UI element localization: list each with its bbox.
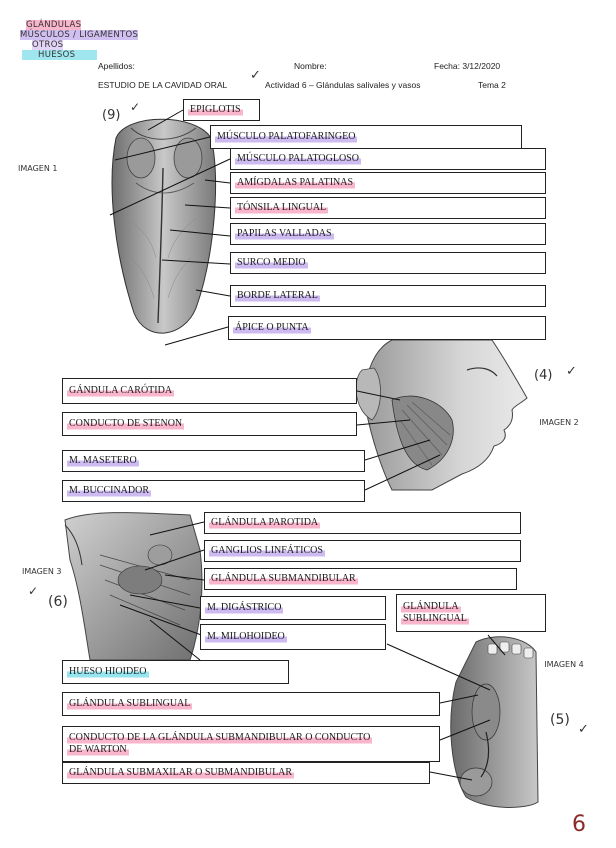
label-glandula-parotida: GLÁNDULA PAROTIDA — [204, 512, 521, 534]
label-borde-lateral: BORDE LATERAL — [230, 285, 546, 307]
face-illustration — [355, 340, 528, 491]
legend-huesos: HUESOS — [22, 50, 98, 60]
label-m-digastrico: M. DIGÁSTRICO — [200, 596, 386, 620]
label-conducto-stenon: CONDUCTO DE STENON — [62, 412, 357, 436]
label-musculo-palatofaringeo: MÚSCULO PALATOFARINGEO — [210, 125, 522, 149]
mouth-floor-illustration — [450, 636, 539, 808]
label-papilas-valladas: PAPILAS VALLADAS — [230, 223, 546, 245]
label-surco-medio: SURCO MEDIO — [230, 252, 546, 274]
label-conducto-warton: CONDUCTO DE LA GLÁNDULA SUBMANDIBULAR O … — [62, 726, 440, 762]
page-number: 6 — [572, 812, 586, 837]
legend-otros: OTROS — [32, 40, 64, 50]
note-score-2: (4) — [534, 368, 553, 383]
note-imagen-1: IMAGEN 1 — [18, 164, 58, 173]
label-ganglios-linfaticos: GANGLIOS LINFÁTICOS — [204, 540, 521, 562]
label-glandula-submaxilar: GLÁNDULA SUBMAXILAR O SUBMANDIBULAR — [62, 762, 430, 784]
label-tonsila-lingual: TÓNSILA LINGUAL — [230, 197, 546, 219]
check-mark-icon: ✓ — [130, 100, 141, 114]
note-imagen-4: IMAGEN 4 — [544, 660, 584, 669]
label-m-milohioideo: M. MILOHOIDEO — [200, 624, 386, 650]
label-m-masetero: M. MASETERO — [62, 450, 365, 472]
label-musculo-palatogloso: MÚSCULO PALATOGLOSO — [230, 148, 546, 170]
header-tema: Tema 2 — [478, 80, 506, 90]
legend-glandulas: GLÁNDULAS — [26, 20, 82, 30]
note-score-4: (5) — [550, 712, 570, 728]
note-score-3: (6) — [48, 594, 68, 610]
label-m-buccinador: M. BUCCINADOR — [62, 480, 365, 502]
label-glandula-submandibular: GLÁNDULA SUBMANDIBULAR — [204, 568, 517, 590]
header-nombre: Nombre: — [294, 61, 327, 71]
check-mark-icon: ✓ — [250, 68, 261, 83]
note-score-1: (9) — [102, 108, 121, 123]
note-imagen-2: IMAGEN 2 — [539, 418, 579, 427]
header-apellidos: Apellidos: — [98, 61, 135, 71]
label-epiglotis: EPIGLOTIS — [183, 99, 260, 121]
legend-musculos: MÚSCULOS / LIGAMENTOS — [20, 30, 139, 40]
label-glandula-sublingual: GLÁNDULA SUBLINGUAL — [62, 692, 440, 716]
label-gandula-carotida: GÁNDULA CARÓTIDA — [62, 378, 357, 404]
check-mark-icon: ✓ — [578, 722, 589, 737]
label-amigdalas-palatinas: AMÍGDALAS PALATINAS — [230, 172, 546, 194]
label-hueso-hioideo: HUESO HIOIDEO — [62, 660, 289, 684]
check-mark-icon: ✓ — [28, 584, 39, 598]
tongue-illustration — [111, 118, 217, 334]
check-mark-icon: ✓ — [566, 364, 577, 379]
header-actividad: Actividad 6 – Glándulas salivales y vaso… — [265, 80, 421, 90]
header-fecha: Fecha: 3/12/2020 — [434, 61, 501, 71]
note-imagen-3: IMAGEN 3 — [22, 567, 62, 576]
label-apice-o-punta: ÁPICE O PUNTA — [228, 316, 546, 340]
header-course: ESTUDIO DE LA CAVIDAD ORAL — [98, 80, 228, 90]
